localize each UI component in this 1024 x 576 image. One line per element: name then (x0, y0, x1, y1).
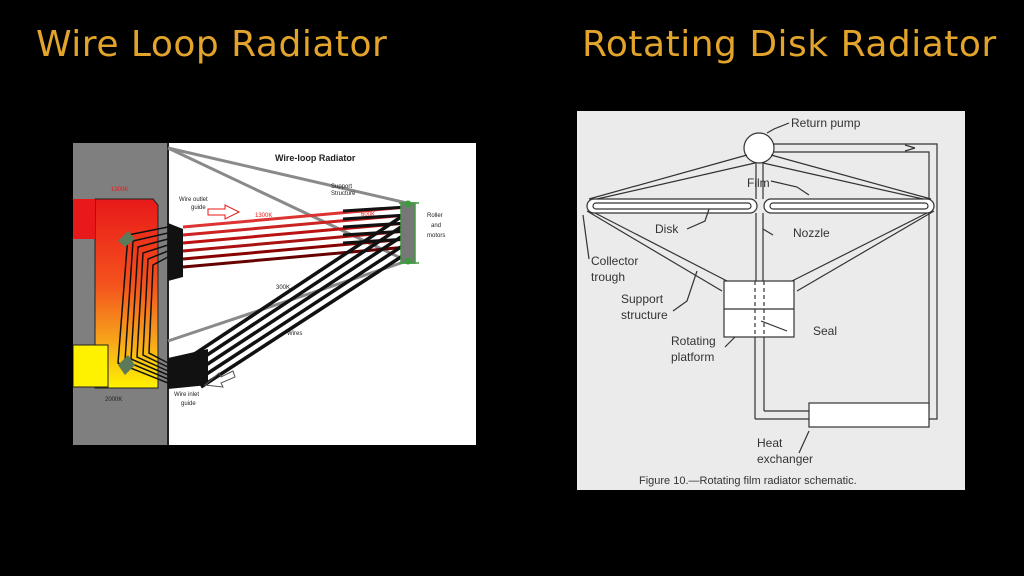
wire-outlet-label-2: guide (191, 205, 206, 211)
label-nozzle: Nozzle (793, 226, 830, 240)
rotating-disk-svg: Return pump Film Disk Nozzle Collector t… (582, 116, 938, 487)
lower-wires (192, 211, 408, 389)
label-platform: platform (671, 350, 714, 364)
wire-loop-diagram: Wire-loop Radiator Support Structure Wir… (72, 143, 476, 445)
label-film: Film (747, 176, 770, 190)
heat-exchanger (808, 402, 930, 428)
label-trough: trough (591, 270, 625, 284)
temp-300: 300K (276, 285, 290, 291)
roller-label-3: motors (427, 233, 445, 239)
label-exchanger: exchanger (757, 452, 813, 466)
title-wire-loop-radiator: Wire Loop Radiator (36, 24, 388, 65)
label-heat: Heat (757, 436, 783, 450)
support-structure-label-1: Support (331, 184, 352, 190)
wire-inlet-label-1: Wire inlet (174, 392, 199, 398)
wire-inlet-label-2: guide (181, 401, 196, 407)
yellow-block (72, 344, 109, 388)
support-structure-label-2: Structure (331, 191, 356, 197)
roller-label-1: Roller (427, 213, 443, 219)
label-rotating: Rotating (671, 334, 716, 348)
label-collector: Collector (591, 254, 638, 268)
outlet-arrow-icon (207, 204, 241, 220)
wire-loop-svg: Wire-loop Radiator Support Structure Wir… (72, 143, 445, 445)
wires-label: Wires (287, 331, 302, 337)
left-disk (586, 198, 758, 214)
label-disk: Disk (655, 222, 679, 236)
temp-600: 600K (361, 212, 375, 218)
wire-loop-heading: Wire-loop Radiator (275, 153, 356, 163)
temp-2000: 2000K (105, 397, 122, 403)
inlet-arrow-icon (203, 370, 236, 388)
label-seal: Seal (813, 324, 837, 338)
red-block (73, 199, 95, 239)
label-structure: structure (621, 308, 668, 322)
right-disk (763, 198, 935, 214)
title-rotating-disk-radiator: Rotating Disk Radiator (582, 24, 997, 65)
return-pump (743, 132, 775, 164)
temp-1300-mid: 1300K (255, 213, 272, 219)
rotating-disk-diagram: Return pump Film Disk Nozzle Collector t… (577, 111, 965, 490)
label-support: Support (621, 292, 664, 306)
temp-1300-top: 1300K (111, 187, 128, 193)
wire-outlet-label-1: Wire outlet (179, 197, 208, 203)
figure-caption: Figure 10.—Rotating film radiator schema… (639, 475, 857, 487)
roller-label-2: and (431, 223, 441, 229)
roller (400, 202, 416, 264)
label-return-pump: Return pump (791, 116, 861, 130)
